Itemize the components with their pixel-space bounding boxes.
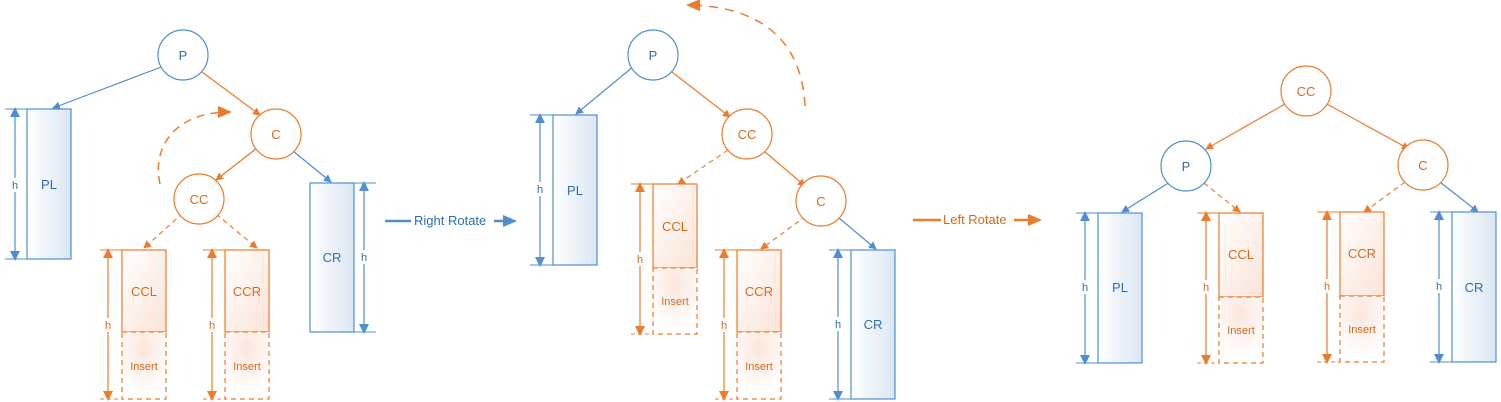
height-label: h (105, 320, 111, 332)
node-cc: CC (173, 173, 225, 225)
edge-cc-p (1205, 103, 1286, 150)
node-cc: CC (721, 108, 773, 160)
subtree-ccl: CCL Insert h (631, 182, 698, 336)
node-cc-label: CC (1297, 84, 1316, 99)
insert-label: Insert (661, 296, 689, 308)
rotation-arrow-left (686, 0, 806, 107)
subtree-cr-label: CR (864, 317, 883, 332)
edge-c-ccr (760, 215, 807, 250)
insert-area (121, 331, 167, 400)
subtree-pl-label: PL (567, 183, 583, 198)
node-c: C (795, 175, 847, 227)
height-label: h (1203, 282, 1209, 294)
subtree-ccl-label: CCL (1228, 247, 1254, 262)
subtree-pl: PL h (1076, 211, 1143, 365)
node-c: C (1397, 139, 1449, 191)
left-rotate-arrow: Left Rotate (913, 212, 1042, 227)
height-label: h (721, 320, 727, 332)
edge-c-cr (292, 150, 332, 183)
subtree-pl-label: PL (41, 177, 57, 192)
edge-cc-c (1326, 103, 1410, 150)
height-label: h (637, 254, 643, 266)
insert-area (1218, 296, 1264, 364)
rotation-arrow-right (157, 106, 232, 185)
edge-cc-ccl (143, 212, 184, 249)
node-c-label: C (1418, 158, 1427, 173)
subtree-pl: PL h (5, 107, 72, 261)
node-cc: CC (1280, 65, 1332, 117)
height-label: h (1436, 281, 1442, 293)
node-p: P (627, 29, 679, 81)
right-rotate-label: Right Rotate (414, 213, 486, 228)
subtree-cr: CR h (309, 181, 376, 334)
subtree-cr-label: CR (1465, 280, 1484, 295)
node-cc-label: CC (738, 127, 757, 142)
node-c-label: C (271, 127, 280, 142)
height-label: h (12, 180, 18, 192)
subtree-ccr-label: CCR (1348, 246, 1376, 261)
node-c-label: C (816, 194, 825, 209)
subtree-ccl-label: CCL (131, 284, 157, 299)
edge-cc-ccl (677, 149, 729, 185)
subtree-ccr-label: CCR (233, 284, 261, 299)
insert-label: Insert (130, 361, 158, 373)
subtree-pl-label: PL (1112, 280, 1128, 295)
edge-cc-ccr (215, 213, 258, 249)
edge-cc-c (763, 150, 806, 187)
insert-label: Insert (1227, 325, 1255, 337)
edge-p-pl (52, 65, 165, 110)
node-p-label: P (179, 48, 188, 63)
subtree-ccl: CCL Insert h (1197, 211, 1264, 365)
node-cc-label: CC (190, 192, 209, 207)
edge-c-cr (1439, 181, 1479, 213)
insert-label: Insert (1348, 324, 1376, 336)
subtree-ccr-label: CCR (745, 284, 773, 299)
subtree-pl: PL h (530, 113, 598, 267)
subtree-ccr: CCR Insert h (715, 248, 782, 401)
insert-area (736, 331, 782, 400)
edge-p-c (201, 71, 261, 116)
subtree-ccr: CCR Insert h (1317, 210, 1385, 364)
edge-c-cr (838, 217, 877, 250)
left-rotate-label: Left Rotate (943, 212, 1007, 227)
edge-c-cc (215, 147, 258, 181)
stage-1-before-rotation: P C CC PL h CR h (5, 29, 376, 401)
subtree-ccl: CCL Insert h (100, 248, 167, 401)
insert-label: Insert (233, 361, 261, 373)
right-rotate-arrow: Right Rotate (385, 213, 517, 228)
insert-area (1339, 295, 1385, 363)
node-p-label: P (1182, 159, 1191, 174)
stage-3-after-left-rotate: CC P C PL h CCL Insert (1076, 65, 1497, 365)
subtree-cr: CR h (829, 248, 896, 401)
edge-p-pl (1121, 181, 1171, 213)
node-p: P (157, 29, 209, 81)
height-label: h (209, 320, 215, 332)
subtree-cr: CR h (1430, 210, 1497, 364)
edge-p-ccl (1203, 182, 1241, 213)
edge-p-cc (671, 71, 731, 118)
insert-label: Insert (745, 361, 773, 373)
insert-area (652, 267, 698, 335)
height-label: h (1082, 282, 1088, 294)
subtree-cr-label: CR (323, 250, 342, 265)
node-p: P (1160, 140, 1212, 192)
edge-c-ccr (1363, 181, 1406, 213)
subtree-ccl-label: CCL (662, 219, 688, 234)
edge-p-pl (575, 65, 635, 115)
height-label: h (835, 319, 841, 331)
height-label: h (361, 252, 367, 264)
height-label: h (537, 184, 543, 196)
insert-area (224, 331, 270, 400)
stage-2-after-right-rotate: P CC C PL h CCL Insert (530, 0, 896, 401)
height-label: h (1324, 281, 1330, 293)
node-p-label: P (649, 48, 658, 63)
node-c: C (250, 108, 302, 160)
subtree-ccr: CCR Insert h (203, 248, 270, 401)
